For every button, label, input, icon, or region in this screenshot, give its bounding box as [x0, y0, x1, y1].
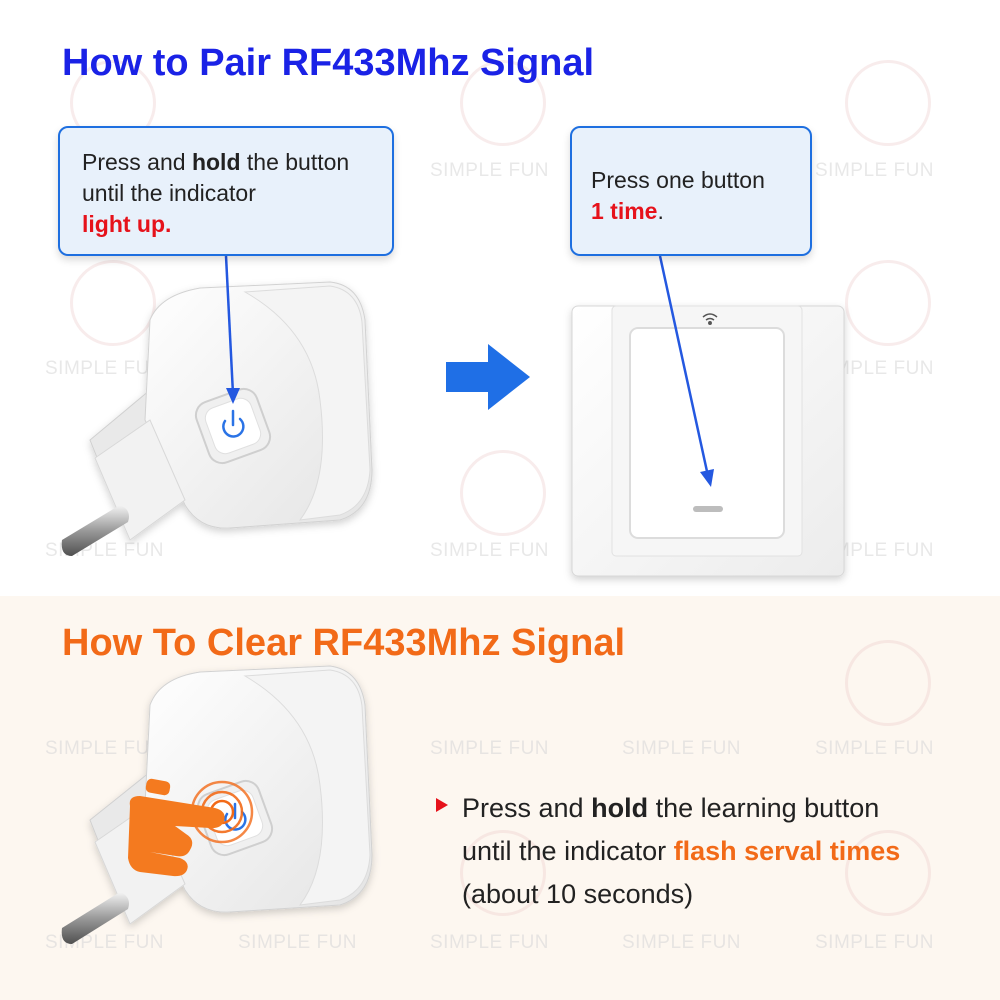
watermark-text: SIMPLE FUN [430, 932, 550, 953]
watermark-logo [845, 60, 931, 146]
callout-bold-text: hold [191, 149, 241, 175]
clear-title: How To Clear RF433Mhz Signal [62, 622, 626, 664]
watermark-logo [845, 830, 931, 916]
instruction-line2: until the indicator flash serval times [462, 830, 900, 873]
power-icon [224, 802, 247, 831]
watermark-text: SIMPLE FUN [45, 358, 165, 379]
watermark-text: SIMPLE FUN [430, 160, 550, 181]
callout-plug-highlight: light up. [82, 211, 172, 237]
callout-switch-line2: 1 time. [591, 196, 810, 227]
callout-plug: Press and hold the button until the indi… [58, 126, 394, 256]
watermark-text: SIMPLE FUN [430, 540, 550, 561]
watermark-logo [460, 450, 546, 536]
watermark-text: SIMPLE FUN [815, 358, 935, 379]
switch-indicator [693, 506, 723, 512]
instruction-text: until the indicator [462, 836, 674, 866]
callout-switch: Press one button 1 time. [570, 126, 812, 256]
watermark-logo [460, 60, 546, 146]
watermark-text: SIMPLE FUN [815, 932, 935, 953]
plug-pin [61, 892, 129, 944]
watermark-text: SIMPLE FUN [815, 738, 935, 759]
instruction-line1: Press and hold the learning button [462, 787, 900, 830]
wall-switch-image [571, 305, 845, 577]
wifi-icon [702, 313, 718, 325]
plug-button [196, 779, 274, 857]
callout-text: . [657, 198, 664, 224]
plug-pin [61, 505, 129, 556]
watermark-logo [70, 260, 156, 346]
clear-instruction: Press and hold the learning button until… [462, 787, 900, 916]
watermark-text: SIMPLE FUN [238, 932, 358, 953]
callout-text: Press and [82, 149, 192, 175]
callout-text: the button [240, 149, 350, 175]
pointer-arrow [224, 255, 240, 404]
watermark-logo [845, 260, 931, 346]
plug-button [194, 387, 272, 465]
instruction-highlight: flash serval times [673, 836, 901, 866]
instruction-text: Press and [462, 793, 592, 823]
instruction-line3: (about 10 seconds) [462, 879, 694, 909]
watermark-text: SIMPLE FUN [815, 540, 935, 561]
bullet-triangle-icon [436, 798, 448, 812]
watermark-text: SIMPLE FUN [430, 738, 550, 759]
instruction-text: the learning button [648, 793, 880, 823]
instruction-bold-text: hold [591, 793, 649, 823]
callout-switch-line1: Press one button [591, 167, 765, 193]
callout-switch-highlight: 1 time [591, 198, 658, 224]
watermark-text: SIMPLE FUN [45, 738, 165, 759]
power-icon [222, 409, 245, 438]
pair-title: How to Pair RF433Mhz Signal [62, 42, 595, 84]
hand-pointer-icon [128, 778, 225, 877]
watermark-text: SIMPLE FUN [815, 160, 935, 181]
right-arrow-icon [446, 344, 530, 410]
callout-plug-line2: until the indicator [82, 180, 256, 206]
callout-plug-line1: Press and hold the button [82, 147, 392, 178]
watermark-text: SIMPLE FUN [622, 932, 742, 953]
watermark-logo [460, 830, 546, 916]
pointer-arrow [658, 255, 714, 487]
watermark-text: SIMPLE FUN [622, 738, 742, 759]
watermark-logo [845, 640, 931, 726]
